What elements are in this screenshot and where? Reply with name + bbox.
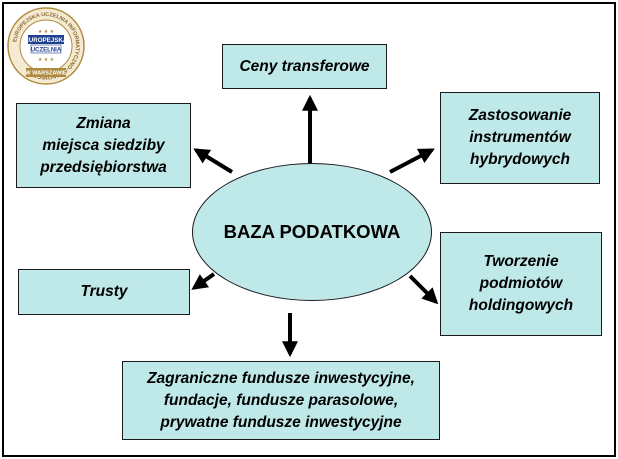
svg-text:EUROPEJSKA: EUROPEJSKA	[25, 37, 68, 44]
center-node: BAZA PODATKOWA	[192, 163, 432, 301]
node-trusty-label: Trusty	[80, 283, 128, 300]
node-zmiana-label: Zmiana miejsca siedziby przedsiębiorstwa	[40, 114, 167, 176]
node-zmiana-siedziby: Zmiana miejsca siedziby przedsiębiorstwa	[16, 103, 191, 188]
node-ceny-transferowe: Ceny transferowe	[222, 44, 387, 89]
arrow-to-zmiana	[193, 148, 234, 174]
node-zagraniczne-label: Zagraniczne fundusze inwestycyjne, funda…	[147, 369, 415, 431]
arrow-to-zastosowanie	[389, 148, 435, 174]
svg-text:★ ★ ★: ★ ★ ★	[38, 29, 55, 35]
node-ceny-label: Ceny transferowe	[239, 57, 370, 75]
svg-text:★ ★ ★: ★ ★ ★	[38, 57, 55, 63]
university-logo: EUROPEJSKA UCZELNIA INFORMATYCZNO-EKONOM…	[7, 7, 85, 85]
svg-text:UCZELNIA: UCZELNIA	[31, 47, 62, 53]
node-zastosowanie-instrumentow: Zastosowanie instrumentów hybrydowych	[440, 92, 600, 184]
node-tworzenie-label: Tworzenie podmiotów holdingowych	[468, 253, 574, 314]
node-trusty: Trusty	[18, 269, 190, 315]
node-zagraniczne-fundusze: Zagraniczne fundusze inwestycyjne, funda…	[122, 361, 440, 440]
node-tworzenie-holdingow: Tworzenie podmiotów holdingowych	[440, 232, 602, 336]
arrow-to-tworzenie	[408, 274, 439, 305]
svg-text:W WARSZAWIE: W WARSZAWIE	[25, 71, 67, 77]
node-zastosowanie-label: Zastosowanie instrumentów hybrydowych	[468, 107, 572, 168]
arrow-to-trusty	[191, 272, 216, 290]
center-label: BAZA PODATKOWA	[223, 221, 401, 242]
